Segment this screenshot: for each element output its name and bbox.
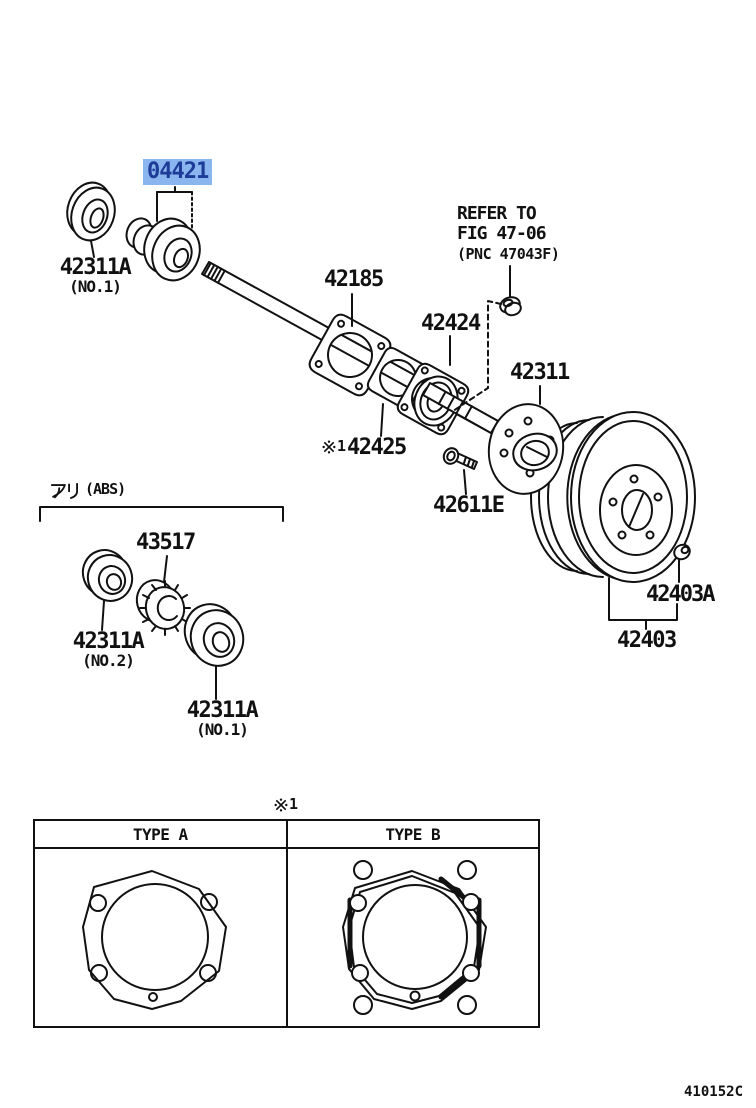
reference-mark-1: 1	[322, 437, 347, 456]
refer-to-note[interactable]: REFER TO FIG 47-06 (PNC 47043F)	[457, 203, 560, 264]
type-b-header: TYPE B	[287, 821, 538, 849]
type-a-column: TYPE A	[35, 821, 286, 1026]
part-label-42311[interactable]: 42311	[510, 360, 570, 385]
type-a-header: TYPE A	[35, 821, 286, 849]
part-number[interactable]: 42425	[347, 435, 407, 460]
reference-mark-icon	[274, 798, 288, 812]
oil-seal-top-drawing	[66, 181, 116, 258]
hub-nut-drawing	[452, 265, 522, 412]
part-label-42611e[interactable]: 42611E	[433, 493, 505, 518]
refer-to-line2[interactable]: FIG 47-06	[457, 223, 547, 244]
oil-seal-no1-bottom-drawing	[183, 603, 245, 700]
abs-group-label: (ABS)	[50, 480, 126, 499]
type-comparison-table: TYPE A TYPE B	[33, 819, 540, 1028]
figure-code: 410152C	[684, 1084, 744, 1100]
part-number[interactable]: 42311A	[59, 255, 132, 280]
leader-lines	[39, 293, 680, 630]
reference-number: 1	[337, 437, 347, 456]
table-reference-mark: 1	[274, 795, 299, 813]
axle-flange-42311-drawing	[487, 403, 565, 495]
wheel-stud-42611e-drawing	[442, 447, 478, 470]
axle-shaft-end-drawing	[422, 382, 499, 434]
type-b-column: TYPE B	[285, 821, 538, 1026]
refer-to-line3: (PNC 47043F)	[457, 245, 560, 263]
abs-rotor-43517-drawing	[135, 579, 191, 636]
part-label-42424[interactable]: 42424	[421, 311, 481, 336]
part-label-42311a-no1-bottom[interactable]: 42311A (NO.1)	[174, 699, 270, 739]
part-variant: (NO.1)	[196, 720, 249, 740]
part-label-42403a[interactable]: 42403A	[646, 582, 715, 607]
brake-drum-42403-drawing	[530, 411, 696, 583]
type-b-gasket-drawing	[342, 860, 487, 1015]
drum-plug-42403a-drawing	[673, 543, 691, 561]
part-label-43517[interactable]: 43517	[136, 530, 196, 555]
part-label-42403[interactable]: 42403	[617, 628, 677, 653]
part-label-42185[interactable]: 42185	[324, 267, 384, 292]
part-variant: (NO.2)	[82, 651, 135, 671]
part-label-42311a-no2[interactable]: 42311A (NO.2)	[60, 630, 156, 670]
refer-to-line1[interactable]: REFER TO	[457, 203, 537, 224]
part-number[interactable]: 42311A	[186, 698, 259, 723]
bearing-kit-04421-drawing	[125, 186, 201, 282]
reference-number: 1	[289, 795, 299, 813]
part-label-42311a-top[interactable]: 42311A (NO.1)	[50, 256, 140, 296]
part-number[interactable]: 42311A	[72, 629, 145, 654]
reference-mark-icon	[322, 440, 336, 454]
part-label-42425[interactable]: 1 42425	[322, 435, 407, 460]
oil-seal-no2-drawing	[81, 549, 134, 631]
abs-group-suffix: (ABS)	[85, 480, 126, 499]
katakana-ari-icon	[50, 482, 78, 499]
part-variant: (NO.1)	[69, 277, 122, 297]
backing-plate-42185-drawing	[308, 313, 392, 397]
part-label-04421-highlighted[interactable]: 04421	[143, 159, 213, 186]
type-a-gasket-drawing	[82, 870, 227, 1010]
